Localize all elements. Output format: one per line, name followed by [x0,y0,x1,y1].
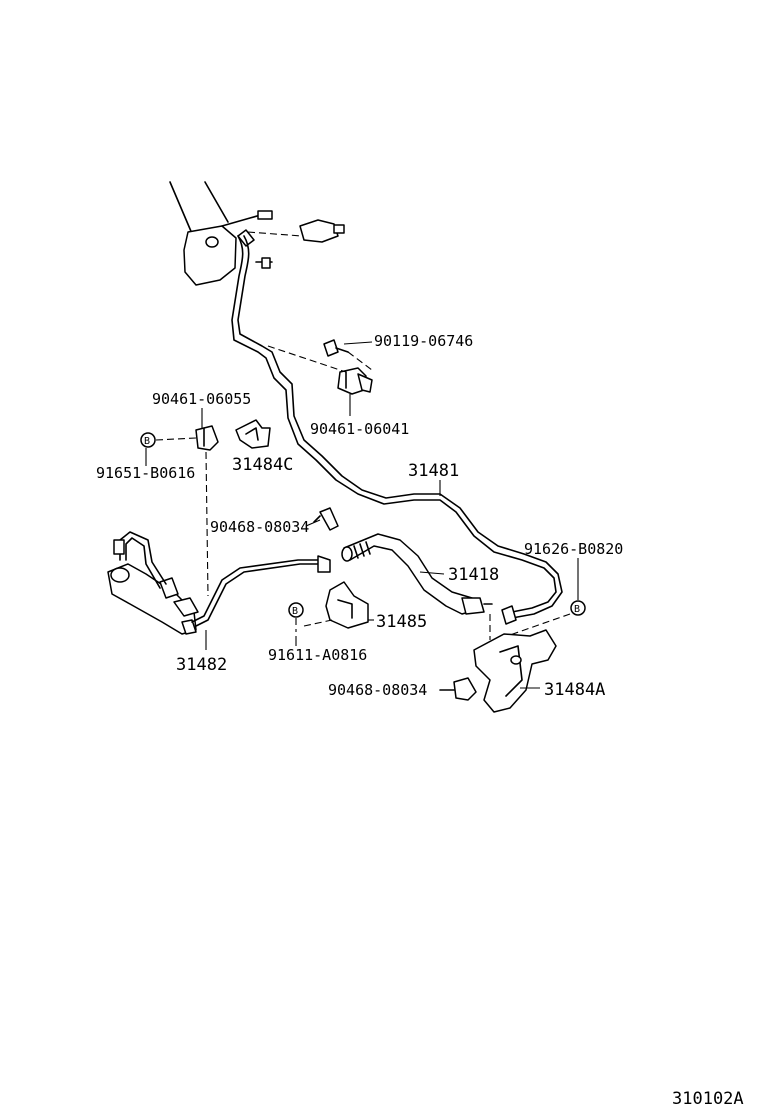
clamp-90461-06041 [337,367,373,395]
pipe-31481 [231,235,563,625]
bolt-marker-b-1 [140,432,156,448]
label-90468-08034-lower: 90468-08034 [328,681,427,699]
label-31482: 31482 [176,655,227,675]
release-cylinder-drawing [107,531,199,635]
label-90468-08034-upper: 90468-08034 [210,518,309,536]
label-90461-06041: 90461-06041 [310,420,409,438]
bracket-31484a [473,629,557,713]
master-cylinder-drawing [169,181,345,286]
pipe-31482 [191,555,331,627]
label-91611-a0816: 91611-A0816 [268,646,367,664]
label-90119-06746: 90119-06746 [374,332,473,350]
bracket-31485 [325,581,369,629]
clip-90468-08034-lower [439,677,477,701]
label-31418: 31418 [448,565,499,585]
bolt-marker-b-3 [570,600,586,616]
label-91626-b0820: 91626-B0820 [524,540,623,558]
bolt-marker-b-2 [288,602,304,618]
bolt-marker-b-2-text: B [292,606,298,617]
leader-lines [145,341,579,689]
label-31484a: 31484A [544,680,605,700]
bracket-31484c [235,419,271,449]
label-31481: 31481 [408,461,459,481]
label-31484c: 31484C [232,455,293,475]
clip-90461-06055 [195,425,219,451]
figure-code: 310102A [672,1089,744,1109]
label-91651-b0616: 91651-B0616 [96,464,195,482]
clip-90468-08034-upper [313,507,339,531]
label-90461-06055: 90461-06055 [152,390,251,408]
bolt-marker-b-1-text: B [144,436,150,447]
label-31485: 31485 [376,612,427,632]
bolt-marker-b-3-text: B [574,604,580,615]
hose-31418 [341,533,493,615]
bolt-90119-06746 [267,339,373,373]
